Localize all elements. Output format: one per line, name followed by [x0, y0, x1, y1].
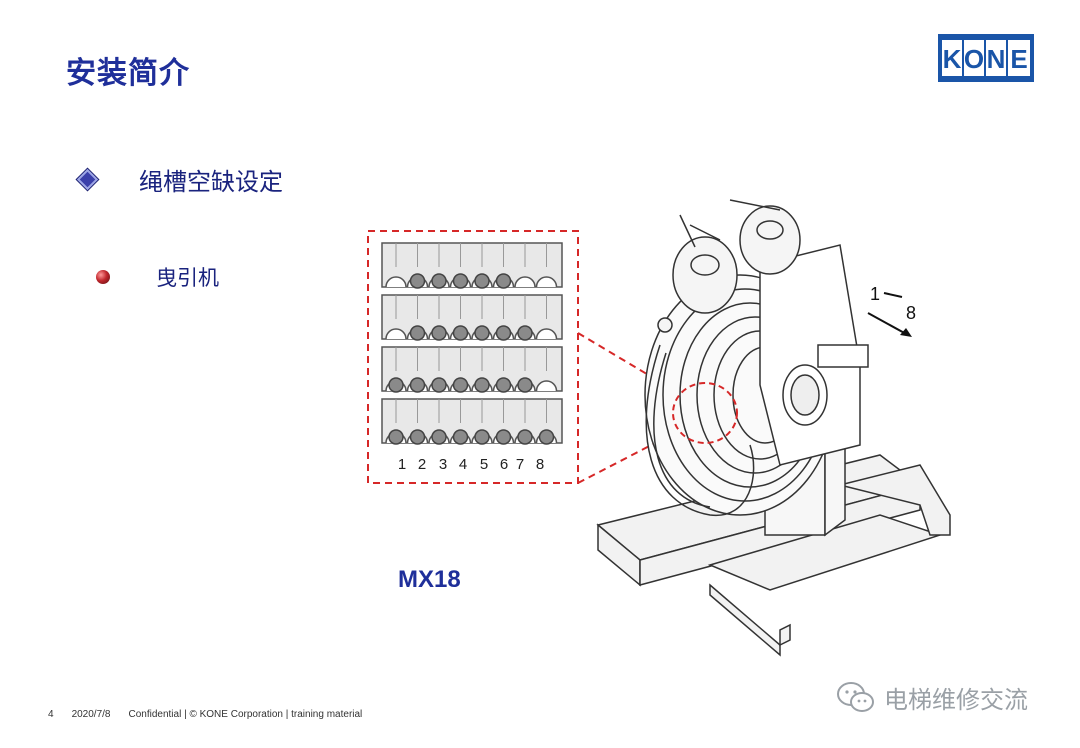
watermark-text: 电梯维修交流 — [884, 686, 1028, 714]
rope-circle — [409, 377, 426, 393]
rope-circle — [388, 377, 404, 393]
groove-slot — [535, 328, 558, 340]
rope-circle — [431, 429, 447, 445]
rope-circle — [517, 429, 533, 445]
svg-text:K: K — [943, 44, 962, 74]
groove-number: 4 — [459, 456, 467, 473]
kone-logo: K O N E — [938, 34, 1034, 82]
groove-highlight-circle — [672, 382, 738, 444]
rope-circle — [517, 377, 533, 393]
footer-text: Confidential | © KONE Corporation | trai… — [128, 709, 363, 720]
rope-circle — [517, 325, 533, 341]
groove-rows — [381, 242, 563, 445]
rope-circle — [474, 377, 490, 393]
rope-circle — [452, 429, 469, 445]
bullet-rope-groove: 绳槽空缺设定 — [76, 162, 283, 197]
rope-circle — [495, 273, 512, 289]
rope-circle — [495, 325, 512, 341]
rope-circle — [388, 429, 404, 445]
traction-machine-figure: 1 2 3 4 5 6 7 8 — [367, 199, 951, 657]
rope-circle — [409, 273, 426, 289]
groove-row — [381, 346, 563, 392]
groove-number: 5 — [480, 456, 488, 473]
page-number: 4 — [48, 709, 54, 720]
rope-circle — [474, 273, 490, 289]
svg-text:N: N — [987, 44, 1006, 74]
groove-number: 8 — [536, 456, 544, 473]
rope-circle — [538, 429, 555, 445]
rope-circle — [495, 377, 512, 393]
svg-text:8: 8 — [906, 303, 916, 323]
bearing-housing — [759, 244, 869, 466]
rope-circle — [452, 273, 469, 289]
rope-circle — [452, 325, 469, 341]
groove-number: 2 — [418, 456, 426, 473]
groove-slot — [535, 380, 558, 392]
slide-footer: 4 2020/7/8 Confidential | © KONE Corpora… — [48, 709, 362, 720]
bullet-traction-machine: 曳引机 — [96, 262, 219, 292]
svg-text:E: E — [1010, 44, 1027, 74]
rope-circle — [474, 325, 490, 341]
groove-number: 3 — [439, 456, 447, 473]
groove-row — [381, 398, 563, 444]
svg-text:1: 1 — [870, 284, 880, 304]
rope-circle — [431, 377, 447, 393]
slide-title: 安装简介 — [66, 56, 190, 91]
brake-units — [657, 199, 801, 333]
groove-slot — [385, 276, 407, 288]
rope-circle — [474, 429, 490, 445]
diamond-bullet-icon — [76, 168, 99, 191]
bullet-text: 曳引机 — [156, 266, 219, 290]
model-label: MX18 — [398, 566, 461, 593]
groove-detail-box — [367, 230, 579, 484]
watermark: 电梯维修交流 — [836, 680, 1028, 715]
groove-slot — [385, 328, 407, 340]
groove-slot — [535, 276, 558, 288]
rope-circle — [431, 273, 447, 289]
footer-date: 2020/7/8 — [71, 709, 111, 720]
rope-circle — [409, 325, 426, 341]
groove-row — [381, 242, 563, 288]
bullet-text: 绳槽空缺设定 — [139, 168, 283, 196]
groove-number: 6 — [500, 456, 508, 473]
groove-slot — [514, 276, 536, 288]
rope-circle — [409, 429, 426, 445]
svg-text:O: O — [964, 44, 984, 74]
groove-number: 7 — [516, 456, 524, 473]
groove-row — [381, 294, 563, 340]
rope-circle — [452, 377, 469, 393]
groove-number: 1 — [398, 456, 406, 473]
wechat-icon — [837, 681, 874, 712]
rope-direction-arrow: 1 8 — [867, 284, 916, 337]
rope-circle — [495, 429, 512, 445]
rope-circle — [431, 325, 447, 341]
connector-line — [577, 424, 691, 484]
ball-bullet-icon — [96, 270, 110, 284]
